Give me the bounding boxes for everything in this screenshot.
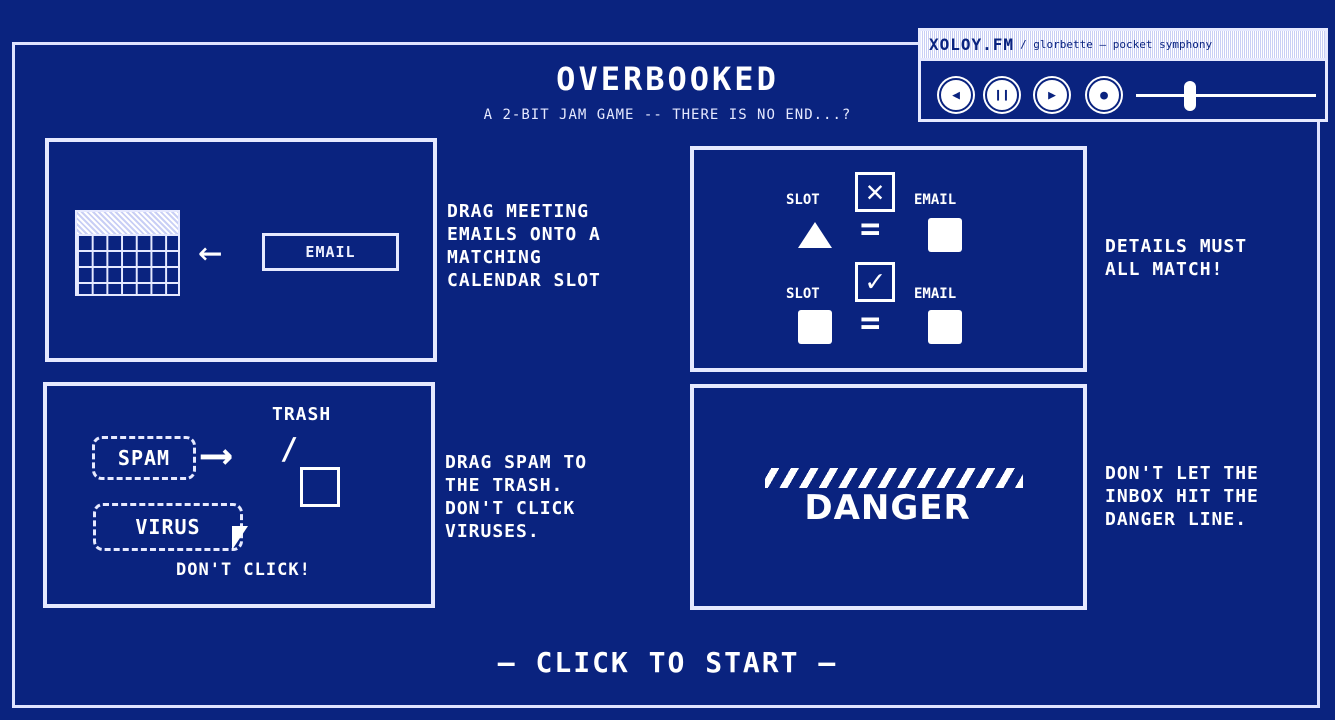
stop-button[interactable]: ● [1087, 78, 1121, 112]
dont-click-warning: DON'T CLICK! [176, 560, 311, 580]
trash-bin-icon [300, 467, 340, 507]
mouse-cursor-icon [232, 526, 248, 550]
player-brand: XOLOY.FM [929, 35, 1015, 54]
player-track: / glorbette – pocket symphony [1020, 38, 1213, 51]
spam-card: SPAM [92, 436, 196, 480]
arrow-left-icon: ← [198, 229, 223, 275]
volume-slider-track[interactable] [1136, 94, 1316, 97]
details-panel [690, 146, 1087, 372]
danger-label: DANGER [804, 488, 971, 528]
arrow-right-icon: ⟶ [203, 429, 230, 480]
hazard-stripes [765, 468, 1023, 488]
email-card: EMAIL [262, 233, 399, 271]
game-screen[interactable] [12, 42, 1320, 708]
trash-label: TRASH [272, 404, 332, 425]
slot-label-bottom: SLOT [786, 286, 820, 302]
slot-label-top: SLOT [786, 192, 820, 208]
trash-slash-icon: ∕ [280, 432, 299, 467]
virus-card: VIRUS [93, 503, 243, 551]
email-label-bottom: EMAIL [914, 286, 957, 302]
previous-button[interactable]: ◀ [939, 78, 973, 112]
calendar-grid [77, 234, 178, 294]
game-title: OVERBOOKED [556, 60, 779, 98]
calendar-header [77, 212, 178, 234]
click-to-start[interactable]: — CLICK TO START — [497, 646, 838, 679]
volume-slider-handle[interactable] [1184, 81, 1196, 111]
spam-panel [43, 382, 435, 608]
check-mark-icon: ✓ [855, 262, 895, 302]
spam-instruction: DRAG SPAM TO THE TRASH. DON'T CLICK VIRU… [445, 452, 588, 542]
danger-instruction: DON'T LET THE INBOX HIT THE DANGER LINE. [1105, 463, 1259, 530]
calendar-instruction: DRAG MEETING EMAILS ONTO A MATCHING CALE… [447, 201, 601, 291]
triangle-icon [798, 222, 832, 248]
details-instruction: DETAILS MUST ALL MATCH! [1105, 236, 1248, 280]
next-button[interactable]: ▶ [1035, 78, 1069, 112]
music-player: XOLOY.FM / glorbette – pocket symphony ◀… [918, 28, 1328, 122]
player-title-bar[interactable]: XOLOY.FM / glorbette – pocket symphony [921, 31, 1325, 61]
pause-button[interactable]: ❙❙ [985, 78, 1019, 112]
email-square-icon-top [928, 218, 962, 252]
slot-square-icon [798, 310, 832, 344]
calendar-panel [45, 138, 437, 362]
danger-panel [690, 384, 1087, 610]
equals-icon-top: = [860, 209, 881, 249]
email-label-top: EMAIL [914, 192, 957, 208]
calendar-icon [75, 210, 180, 296]
game-subtitle: A 2-BIT JAM GAME -- THERE IS NO END...? [483, 107, 852, 123]
equals-icon-bottom: = [860, 303, 881, 343]
email-square-icon-bottom [928, 310, 962, 344]
cross-mark-icon: ✕ [855, 172, 895, 212]
